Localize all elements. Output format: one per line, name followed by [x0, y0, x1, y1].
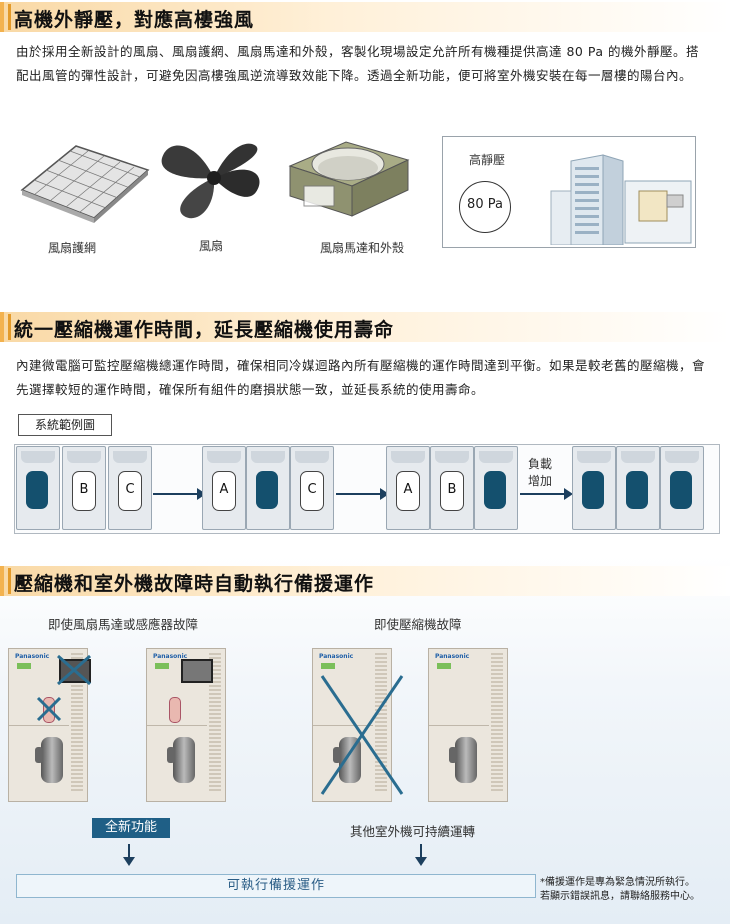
right-caption: 即使壓縮機故障: [374, 617, 462, 632]
compressor-indicator: [26, 471, 48, 509]
load-label-line1: 負載: [528, 457, 553, 471]
section1-paragraph: 由於採用全新設計的風扇、風扇護網、風扇馬達和外殼，客製化現場設定允許所有機種提供…: [16, 44, 699, 83]
compressor-indicator: [582, 471, 604, 509]
compressor-icon: [167, 737, 195, 783]
outdoor-unit: [660, 446, 704, 530]
outdoor-unit-photo: Panasonic: [428, 648, 508, 802]
compressor-indicator: A: [212, 471, 236, 511]
fan-label: 風扇: [199, 239, 224, 253]
sensor-icon: [169, 697, 181, 723]
compressor-icon: [449, 737, 477, 783]
new-feature-badge: 全新功能: [92, 818, 170, 838]
compressor-indicator: [670, 471, 692, 509]
high-pressure-panel: 高靜壓 80 Pa: [442, 136, 696, 248]
outdoor-unit: C: [290, 446, 334, 530]
transition-arrow: [520, 488, 573, 500]
section3-header: 壓縮機和室外機故障時自動執行備援運作: [0, 566, 730, 596]
section1-header: 高機外靜壓，對應高樓強風: [0, 2, 730, 32]
brand-logo: Panasonic: [153, 653, 188, 660]
cross-mark-icon: [36, 696, 62, 722]
compressor-indicator: C: [300, 471, 324, 511]
load-increase-label: 負載 增加: [528, 456, 552, 490]
outdoor-unit-photo: Panasonic: [8, 648, 91, 802]
system-example-label: 系統範例圖: [18, 414, 112, 436]
section2-header: 統一壓縮機運作時間，延長壓縮機使用壽命: [0, 312, 730, 342]
outdoor-unit: [246, 446, 290, 530]
fan-box-icon: [181, 659, 213, 683]
outdoor-unit: B: [430, 446, 474, 530]
high-pressure-title: 高靜壓: [469, 153, 506, 167]
section3-title: 壓縮機和室外機故障時自動執行備援運作: [14, 573, 375, 595]
outdoor-unit: A: [202, 446, 246, 530]
footnote-line1: *備援運作是專為緊急情況所執行。: [540, 877, 695, 888]
brand-logo: Panasonic: [435, 653, 470, 660]
outdoor-unit-photo: Panasonic: [146, 648, 226, 802]
outdoor-unit: B: [62, 446, 106, 530]
section1-title: 高機外靜壓，對應高樓強風: [14, 9, 255, 31]
down-arrow-icon: [123, 844, 135, 866]
cross-mark-icon: [57, 654, 91, 686]
compressor-icon: [333, 737, 361, 783]
compressor-indicator: B: [72, 471, 96, 511]
backup-operation-result: 可執行備援運作: [16, 874, 536, 898]
section2-title: 統一壓縮機運作時間，延長壓縮機使用壽命: [14, 319, 395, 341]
footnote-line2: 若顯示錯誤訊息，請聯絡服務中心。: [540, 891, 700, 902]
outdoor-unit: [616, 446, 660, 530]
cross-mark-icon: [320, 675, 404, 795]
fan-guard-image: [20, 145, 150, 223]
compressor-indicator: [626, 471, 648, 509]
brand-logo: Panasonic: [319, 653, 354, 660]
fan-image: [161, 143, 260, 219]
building-illustration: [550, 154, 692, 245]
compressor-indicator: A: [396, 471, 420, 511]
compressor-icon: [35, 737, 63, 783]
outdoor-unit: A: [386, 446, 430, 530]
outdoor-unit-photo: Panasonic: [312, 648, 392, 802]
outdoor-unit: [474, 446, 518, 530]
outdoor-unit: [572, 446, 616, 530]
pressure-value: 80 Pa: [467, 197, 503, 212]
transition-arrow: [336, 488, 389, 500]
brand-logo: Panasonic: [15, 653, 50, 660]
other-units-text: 其他室外機可持續運轉: [350, 824, 476, 839]
outdoor-unit: [16, 446, 60, 530]
compressor-indicator: C: [118, 471, 142, 511]
down-arrow-icon: [415, 844, 427, 866]
pressure-circle: [459, 181, 511, 233]
compressor-indicator: [484, 471, 506, 509]
fan-motor-casing-label: 風扇馬達和外殼: [320, 241, 405, 255]
fan-guard-label: 風扇護網: [48, 241, 97, 255]
compressor-indicator: [256, 471, 278, 509]
load-label-line2: 增加: [528, 474, 553, 488]
transition-arrow: [153, 488, 206, 500]
outdoor-unit: C: [108, 446, 152, 530]
compressor-indicator: B: [440, 471, 464, 511]
fan-motor-casing-image: [288, 141, 410, 217]
left-caption: 即使風扇馬達或感應器故障: [48, 617, 199, 632]
section2-paragraph: 內建微電腦可監控壓縮機總運作時間，確保相同冷媒迴路內所有壓縮機的運作時間達到平衡…: [16, 358, 706, 397]
footnote: *備援運作是專為緊急情況所執行。 若顯示錯誤訊息，請聯絡服務中心。: [540, 876, 700, 904]
